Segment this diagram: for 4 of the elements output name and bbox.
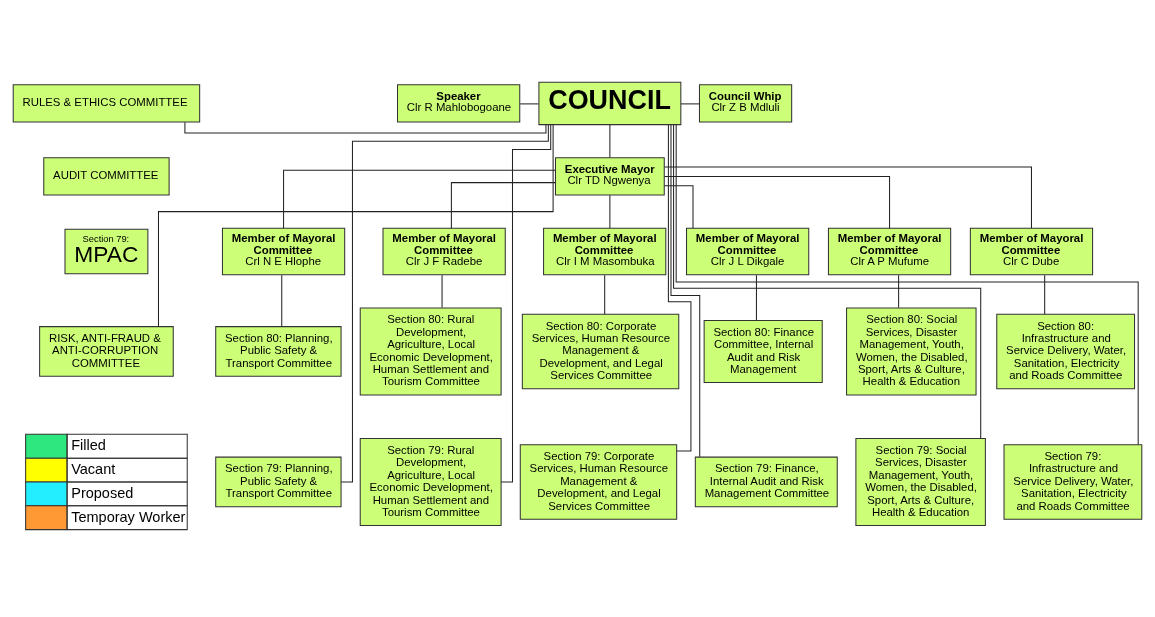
legend-label: Vacant — [71, 460, 116, 477]
legend-label: Filled — [71, 436, 106, 453]
legend-label: Temporay Worker — [71, 508, 186, 525]
legend-label: Proposed — [71, 484, 134, 501]
